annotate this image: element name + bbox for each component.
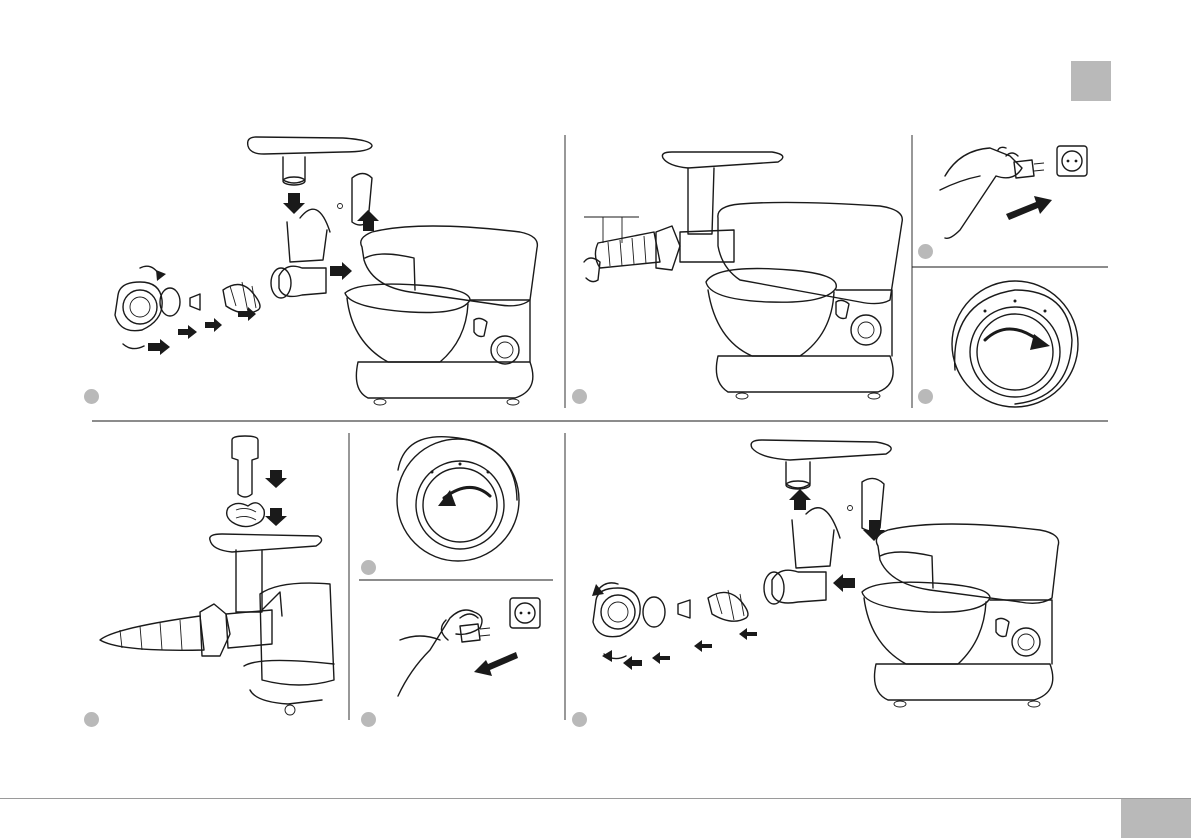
rotate-arrow-icon bbox=[602, 650, 612, 662]
push-arrow-icon bbox=[789, 489, 811, 510]
push-arrow-icon bbox=[283, 193, 305, 214]
panel-6-dial-counterclockwise bbox=[397, 437, 519, 561]
push-arrow-icon bbox=[178, 325, 197, 339]
push-arrow-icon bbox=[330, 262, 352, 280]
panel-2-assembled bbox=[584, 152, 902, 399]
step-marker-dot bbox=[572, 712, 587, 727]
panel-1-assembly bbox=[115, 137, 537, 405]
step-marker-dot bbox=[572, 389, 587, 404]
footer-page-square bbox=[1121, 799, 1191, 838]
push-arrow-icon bbox=[205, 318, 222, 332]
panel-4-dial-clockwise bbox=[952, 281, 1078, 407]
panel-5-filling bbox=[100, 436, 334, 715]
step-marker-dot bbox=[84, 712, 99, 727]
push-arrow-icon bbox=[265, 470, 287, 488]
rotate-arrow-icon bbox=[156, 270, 166, 281]
step-marker-dot bbox=[84, 389, 99, 404]
footer-rule bbox=[0, 798, 1191, 799]
step-marker-dot bbox=[918, 244, 933, 259]
panel-7-unplug bbox=[398, 598, 540, 696]
step-marker-dot bbox=[918, 389, 933, 404]
panel-3-plug-in bbox=[940, 146, 1087, 238]
push-arrow-icon bbox=[474, 652, 518, 676]
push-arrow-icon bbox=[148, 339, 170, 355]
step-marker-dot bbox=[361, 712, 376, 727]
push-arrow-icon bbox=[357, 210, 379, 231]
step-marker-dot bbox=[361, 560, 376, 575]
push-arrow-icon bbox=[694, 640, 712, 652]
push-arrow-icon bbox=[623, 656, 642, 670]
push-arrow-icon bbox=[265, 508, 287, 526]
push-arrow-icon bbox=[833, 574, 855, 592]
push-arrow-icon bbox=[652, 652, 670, 664]
panel-8-disassembly bbox=[592, 440, 1059, 707]
push-arrow-icon bbox=[739, 628, 757, 640]
push-arrow-icon bbox=[1006, 196, 1052, 220]
push-arrow-icon bbox=[863, 520, 885, 541]
